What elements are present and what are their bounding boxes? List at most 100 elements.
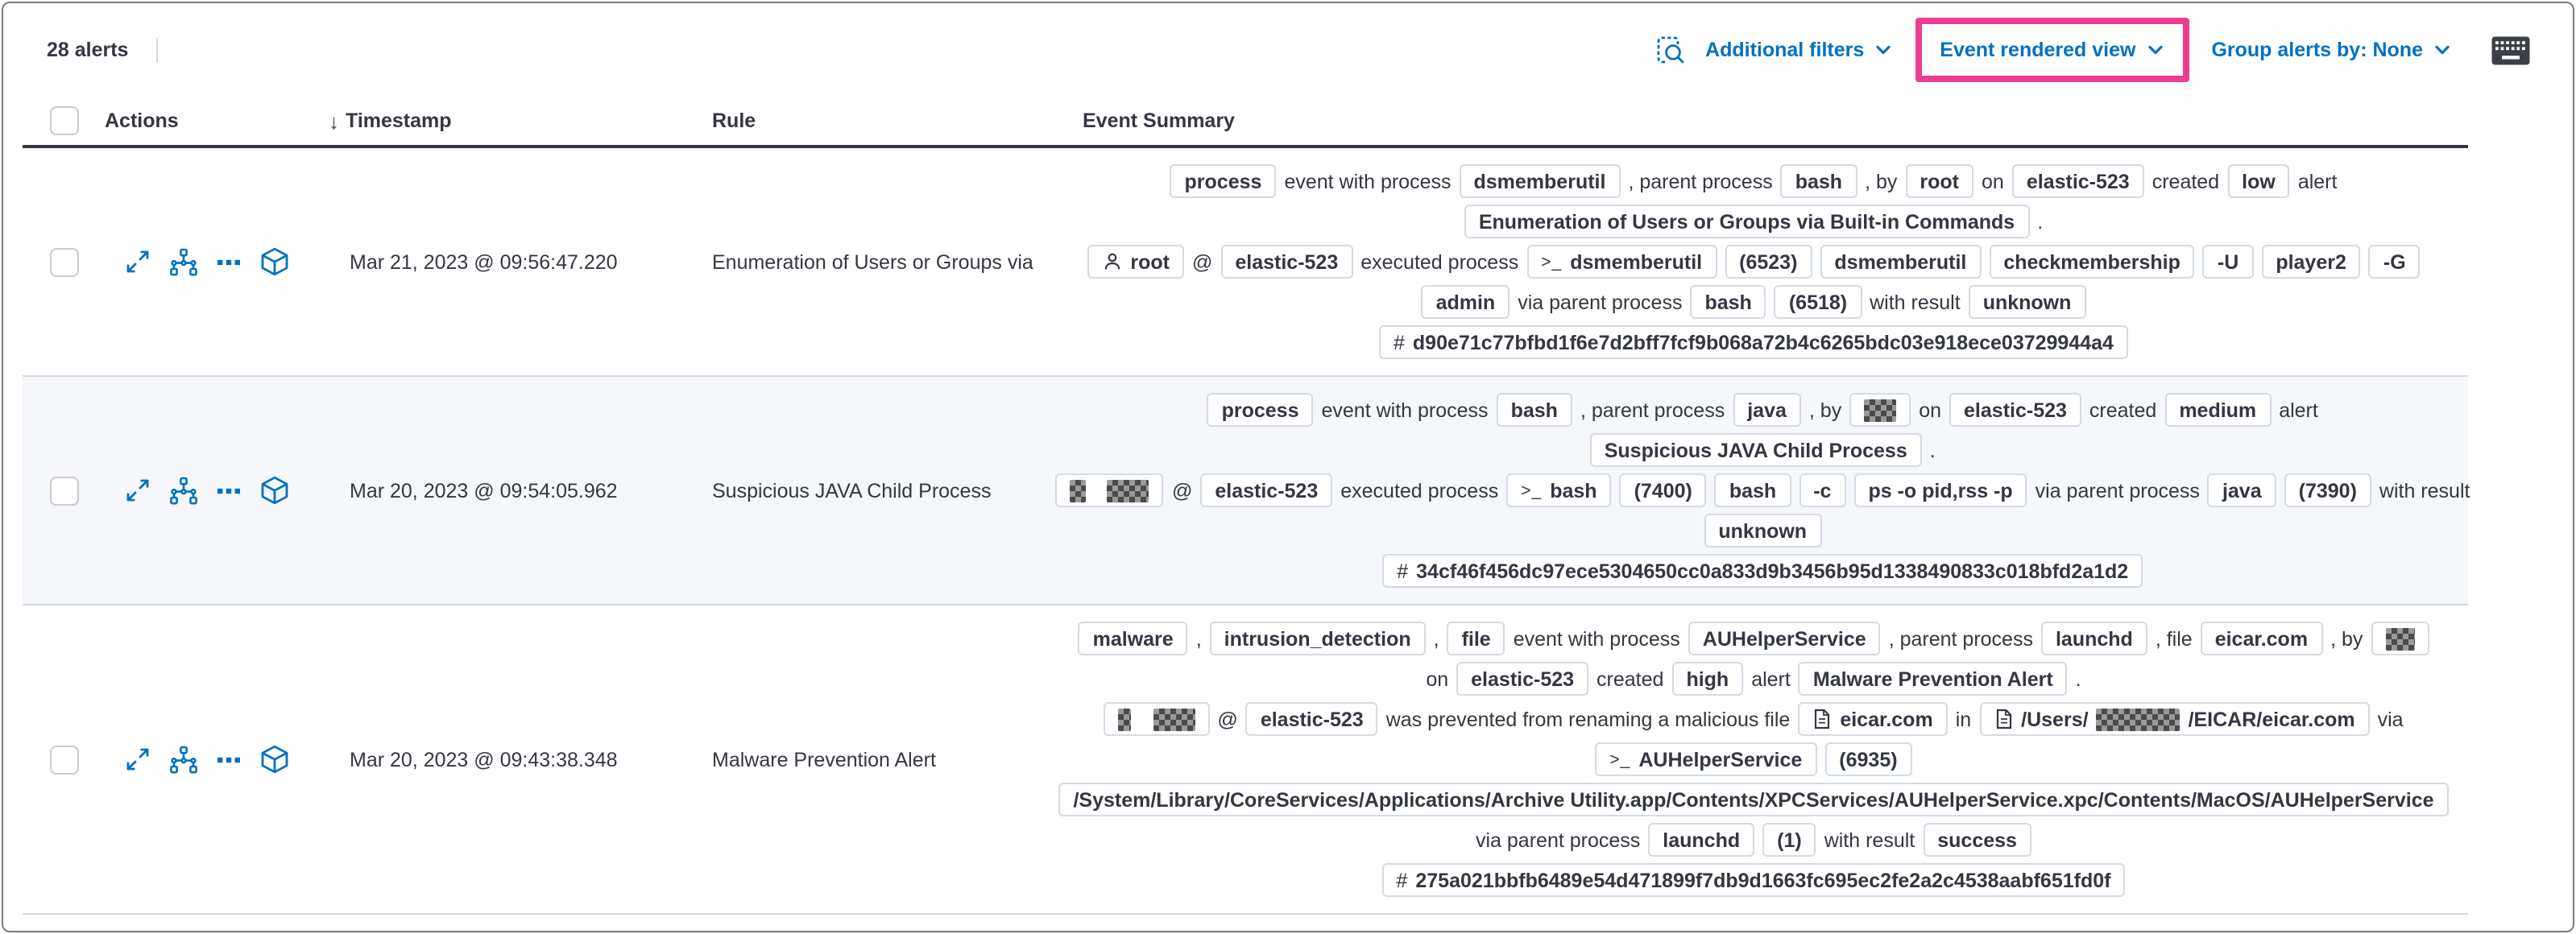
summary-badge[interactable]: root bbox=[1087, 245, 1184, 279]
summary-badge[interactable]: eicar.com bbox=[2200, 622, 2323, 655]
badge-text: (6523) bbox=[1739, 250, 1798, 273]
summary-badge[interactable] bbox=[2371, 622, 2429, 655]
keyboard-shortcuts-icon[interactable] bbox=[2491, 35, 2531, 65]
badge-text: elastic-523 bbox=[1215, 479, 1319, 502]
summary-badge[interactable]: player2 bbox=[2261, 245, 2361, 279]
summary-badge[interactable]: success bbox=[1923, 823, 2031, 857]
event-rendered-view-button[interactable]: Event rendered view bbox=[1940, 39, 2164, 61]
summary-badge[interactable]: elastic-523 bbox=[1949, 393, 2081, 427]
summary-badge[interactable]: java bbox=[2207, 473, 2276, 507]
row-checkbox[interactable] bbox=[50, 745, 79, 774]
additional-filters-button[interactable]: Additional filters bbox=[1705, 39, 1893, 61]
badge-text: (6518) bbox=[1788, 291, 1848, 313]
badge-text: player2 bbox=[2276, 250, 2346, 273]
badge-text: process bbox=[1184, 170, 1262, 192]
summary-badge[interactable]: dsmemberutil bbox=[1459, 164, 1621, 198]
analyze-event-icon[interactable] bbox=[169, 476, 198, 505]
summary-badge[interactable]: bash bbox=[1690, 285, 1766, 319]
more-actions-icon[interactable] bbox=[216, 249, 242, 275]
badge-text: root bbox=[1130, 250, 1170, 273]
column-header-timestamp[interactable]: ↓ Timestamp bbox=[309, 109, 677, 133]
summary-badge[interactable]: AUHelperService bbox=[1688, 622, 1881, 655]
summary-text: on bbox=[1919, 399, 1942, 421]
summary-badge[interactable]: eicar.com bbox=[1798, 702, 1948, 736]
summary-text: with result bbox=[1870, 291, 1961, 313]
summary-badge[interactable]: elastic-523 bbox=[1220, 245, 1353, 279]
summary-badge[interactable]: elastic-523 bbox=[1200, 473, 1333, 507]
expand-icon[interactable] bbox=[124, 477, 151, 504]
summary-badge[interactable] bbox=[1055, 473, 1164, 507]
summary-line: #275a021bbfb6489e54d471899f7db9d1663fc69… bbox=[1055, 862, 2452, 899]
session-view-icon[interactable] bbox=[259, 475, 290, 506]
summary-badge[interactable]: admin bbox=[1421, 285, 1510, 319]
analyze-event-icon[interactable] bbox=[169, 247, 198, 276]
column-header-actions: Actions bbox=[105, 110, 179, 132]
summary-badge[interactable] bbox=[1849, 393, 1911, 427]
summary-badge[interactable]: elastic-523 bbox=[1245, 702, 1378, 736]
chevron-down-icon bbox=[2145, 40, 2164, 60]
summary-badge[interactable]: /System/Library/CoreServices/Application… bbox=[1058, 783, 2449, 816]
summary-badge[interactable]: >_bash bbox=[1506, 473, 1612, 507]
summary-badge[interactable]: bash bbox=[1780, 164, 1857, 198]
summary-badge[interactable]: (7400) bbox=[1619, 473, 1707, 507]
summary-badge[interactable]: root bbox=[1905, 164, 1974, 198]
summary-badge[interactable]: intrusion_detection bbox=[1209, 622, 1426, 655]
summary-badge[interactable]: (6518) bbox=[1774, 285, 1862, 319]
more-actions-icon[interactable] bbox=[216, 746, 242, 772]
summary-badge[interactable]: -c bbox=[1799, 473, 1846, 507]
badge-text: unknown bbox=[1718, 519, 1808, 542]
summary-badge[interactable]: >_dsmemberutil bbox=[1526, 245, 1717, 279]
session-view-icon[interactable] bbox=[259, 744, 290, 775]
summary-badge[interactable]: unknown bbox=[1968, 285, 2086, 319]
summary-badge[interactable] bbox=[1104, 702, 1210, 736]
summary-text: , bbox=[1433, 627, 1439, 650]
row-checkbox[interactable] bbox=[50, 476, 79, 505]
summary-badge[interactable]: (7390) bbox=[2284, 473, 2371, 507]
summary-badge[interactable]: ps -o pid,rss -p bbox=[1853, 473, 2027, 507]
summary-badge[interactable]: high bbox=[1671, 662, 1744, 696]
summary-badge[interactable]: elastic-523 bbox=[2011, 164, 2144, 198]
summary-badge[interactable]: dsmemberutil bbox=[1820, 245, 1982, 279]
summary-badge[interactable]: file bbox=[1447, 622, 1505, 655]
summary-badge[interactable]: Enumeration of Users or Groups via Built… bbox=[1464, 205, 2030, 238]
summary-badge[interactable]: Suspicious JAVA Child Process bbox=[1589, 433, 1922, 467]
summary-badge[interactable]: -U bbox=[2202, 245, 2254, 279]
summary-badge[interactable]: (6523) bbox=[1725, 245, 1812, 279]
expand-icon[interactable] bbox=[124, 746, 151, 773]
summary-badge[interactable]: process bbox=[1207, 393, 1314, 427]
more-actions-icon[interactable] bbox=[216, 477, 242, 503]
select-all-checkbox[interactable] bbox=[50, 106, 79, 135]
summary-badge[interactable]: launchd bbox=[2040, 622, 2147, 655]
summary-badge[interactable]: launchd bbox=[1648, 823, 1755, 857]
row-checkbox[interactable] bbox=[50, 247, 79, 276]
chevron-down-icon bbox=[1874, 40, 1893, 60]
badge-text: -c bbox=[1813, 479, 1832, 502]
summary-badge[interactable]: /Users//EICAR/eicar.com bbox=[1979, 702, 2370, 736]
expand-icon[interactable] bbox=[124, 248, 151, 275]
summary-badge[interactable]: process bbox=[1170, 164, 1277, 198]
summary-badge[interactable]: -G bbox=[2368, 245, 2421, 279]
summary-badge[interactable]: (6935) bbox=[1824, 742, 1912, 776]
summary-badge[interactable]: >_AUHelperService bbox=[1595, 742, 1817, 776]
summary-badge[interactable]: medium bbox=[2164, 393, 2272, 427]
session-view-icon[interactable] bbox=[259, 246, 290, 277]
summary-badge[interactable]: #d90e71c77bfbd1f6e7d2bff7fcf9b068a72b4c6… bbox=[1379, 325, 2128, 359]
summary-badge[interactable]: #34cf46f456dc97ece5304650cc0a833d9b3456b… bbox=[1382, 554, 2143, 588]
summary-badge[interactable]: (1) bbox=[1762, 823, 1816, 857]
summary-badge[interactable]: unknown bbox=[1704, 514, 1822, 548]
badge-text: root bbox=[1920, 170, 1960, 192]
summary-badge[interactable]: checkmembership bbox=[1989, 245, 2195, 279]
summary-badge[interactable]: bash bbox=[1714, 473, 1791, 507]
analyze-event-icon[interactable] bbox=[169, 745, 198, 774]
summary-badge[interactable]: java bbox=[1733, 393, 1801, 427]
summary-badge[interactable]: #275a021bbfb6489e54d471899f7db9d1663fc69… bbox=[1381, 863, 2126, 897]
group-alerts-by-button[interactable]: Group alerts by: None bbox=[2211, 39, 2452, 61]
summary-badge[interactable]: bash bbox=[1496, 393, 1572, 427]
inspect-icon[interactable] bbox=[1654, 34, 1686, 66]
summary-badge[interactable]: Malware Prevention Alert bbox=[1798, 662, 2068, 696]
summary-badge[interactable]: malware bbox=[1078, 622, 1188, 655]
summary-badge[interactable]: elastic-523 bbox=[1456, 662, 1589, 696]
summary-badge[interactable]: low bbox=[2227, 164, 2290, 198]
